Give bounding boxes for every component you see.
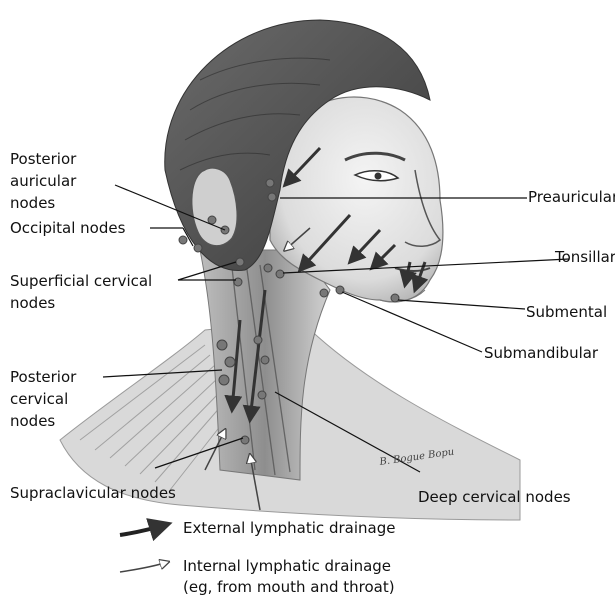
- legend-external: External lymphatic drainage: [183, 518, 395, 539]
- label-superficial-cervical: Superficial cervical nodes: [10, 270, 152, 314]
- label-submental: Submental: [526, 301, 607, 323]
- ear: [192, 168, 237, 246]
- label-preauricular: Preauricular: [528, 186, 615, 208]
- legend-internal: Internal lymphatic drainage (eg, from mo…: [183, 556, 395, 598]
- label-occipital: Occipital nodes: [10, 217, 125, 239]
- legend-open-arrow-icon: [120, 562, 168, 572]
- label-posterior-auricular: Posterior auricular nodes: [10, 148, 76, 214]
- label-posterior-cervical: Posterior cervical nodes: [10, 366, 76, 432]
- label-deep-cervical: Deep cervical nodes: [418, 486, 571, 508]
- legend-solid-arrow-icon: [120, 524, 168, 535]
- label-tonsillar: Tonsillar: [555, 246, 615, 268]
- label-supraclavicular: Supraclavicular nodes: [10, 482, 176, 504]
- label-submandibular: Submandibular: [484, 342, 598, 364]
